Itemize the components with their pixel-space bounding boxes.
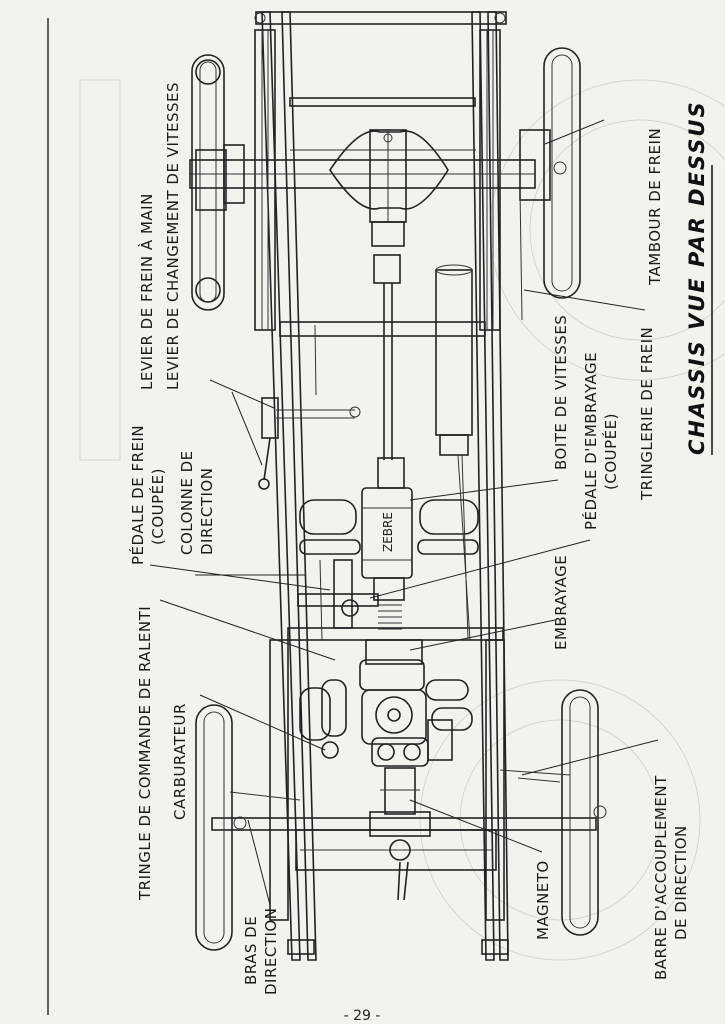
label-carburateur: CARBURATEUR bbox=[171, 703, 189, 820]
label-bras-2: DIRECTION bbox=[262, 908, 280, 995]
label-colonne-2: DIRECTION bbox=[198, 468, 216, 555]
chassis-frame bbox=[254, 11, 509, 961]
label-colonne-1: COLONNE DE bbox=[178, 450, 196, 555]
label-barre-1: BARRE D'ACCOUPLEMENT bbox=[652, 775, 670, 980]
drive-shaft bbox=[383, 283, 393, 460]
rear-axle bbox=[189, 129, 536, 284]
label-pedale-embrayage-1: PÉDALE D'EMBRAYAGE bbox=[581, 352, 600, 530]
label-tambour-frein: TAMBOUR DE FREIN bbox=[646, 128, 664, 286]
zebre-stamp: ZEBRE bbox=[381, 512, 395, 552]
front-wheel-left bbox=[195, 704, 247, 951]
label-pedale-frein-2: (COUPÉE) bbox=[148, 468, 167, 545]
front-wheel-right bbox=[561, 689, 607, 936]
page-number: - 29 - bbox=[344, 1008, 381, 1024]
gearbox: ZEBRE bbox=[299, 457, 479, 579]
label-pedale-frein-1: PÉDALE DE FREIN bbox=[128, 425, 147, 565]
label-boite-vitesses: BOITE DE VITESSES bbox=[552, 315, 570, 470]
engine bbox=[299, 659, 473, 815]
label-magneto: MAGNETO bbox=[534, 860, 552, 940]
show-through-ghost bbox=[79, 79, 725, 961]
label-tringlerie-frein: TRINGLERIE DE FREIN bbox=[638, 327, 656, 501]
clutch bbox=[365, 577, 423, 665]
label-embrayage: EMBRAYAGE bbox=[552, 555, 570, 650]
label-pedale-embrayage-2: (COUPÉE) bbox=[601, 413, 620, 490]
differential-housing bbox=[329, 130, 449, 210]
label-bras-1: BRAS DE bbox=[242, 916, 260, 985]
leader-lines bbox=[149, 119, 659, 906]
rear-wheel-right bbox=[519, 47, 581, 299]
hand-levers bbox=[258, 324, 361, 490]
page-title: CHASSIS VUE PAR DESSUS bbox=[685, 100, 709, 455]
pedals-and-column bbox=[297, 454, 469, 641]
brake-rigging bbox=[435, 189, 523, 641]
front-axle bbox=[211, 769, 597, 901]
rear-wheel-left bbox=[191, 54, 245, 311]
labels: LEVIER DE FREIN À MAIN LEVIER DE CHANGEM… bbox=[128, 82, 713, 995]
label-barre-2: DE DIRECTION bbox=[672, 825, 690, 940]
label-levier-vitesses: LEVIER DE CHANGEMENT DE VITESSES bbox=[164, 82, 182, 390]
label-levier-frein-main: LEVIER DE FREIN À MAIN bbox=[137, 193, 156, 390]
label-tringle-ralenti: TRINGLE DE COMMANDE DE RALENTI bbox=[136, 606, 154, 901]
